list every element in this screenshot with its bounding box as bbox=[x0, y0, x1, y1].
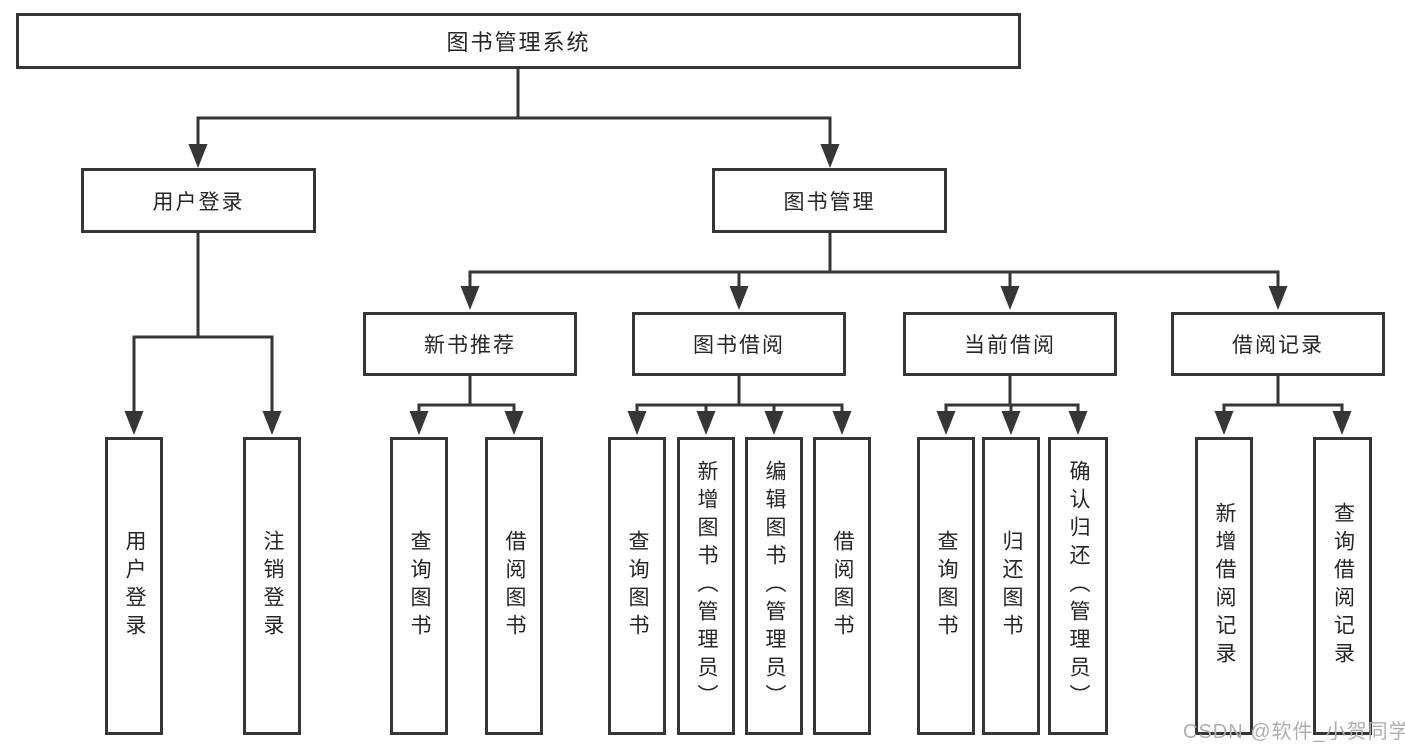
node-book-borrowing: 图书借阅 bbox=[632, 312, 846, 376]
leaf-return-books: 归还图书 bbox=[982, 437, 1040, 735]
leaf-confirm-return-admin: 确认归还（管理员） bbox=[1048, 437, 1108, 735]
leaf-edit-book-admin: 编辑图书（管理员） bbox=[745, 437, 803, 735]
leaf-query-books-borrowing: 查询图书 bbox=[608, 437, 666, 735]
leaf-query-books-current: 查询图书 bbox=[917, 437, 975, 735]
node-library-management-system: 图书管理系统 bbox=[16, 13, 1021, 69]
node-current-borrowing: 当前借阅 bbox=[903, 312, 1117, 376]
leaf-borrow-books-recommendation: 借阅图书 bbox=[485, 437, 543, 735]
leaf-borrow-books-borrowing: 借阅图书 bbox=[813, 437, 871, 735]
leaf-add-book-admin: 新增图书（管理员） bbox=[677, 437, 735, 735]
leaf-logout: 注销登录 bbox=[243, 437, 301, 735]
node-new-book-recommendation: 新书推荐 bbox=[363, 312, 577, 376]
node-user-login-branch: 用户登录 bbox=[81, 168, 316, 233]
leaf-query-borrow-record: 查询借阅记录 bbox=[1313, 437, 1372, 735]
node-borrowing-records: 借阅记录 bbox=[1171, 312, 1385, 376]
watermark-text: CSDN @软件_小贺同学 bbox=[1183, 721, 1405, 743]
leaf-query-books-recommendation: 查询图书 bbox=[390, 437, 448, 735]
node-book-management-branch: 图书管理 bbox=[712, 168, 947, 233]
leaf-user-login: 用户登录 bbox=[105, 437, 163, 735]
leaf-add-borrow-record: 新增借阅记录 bbox=[1195, 437, 1253, 735]
